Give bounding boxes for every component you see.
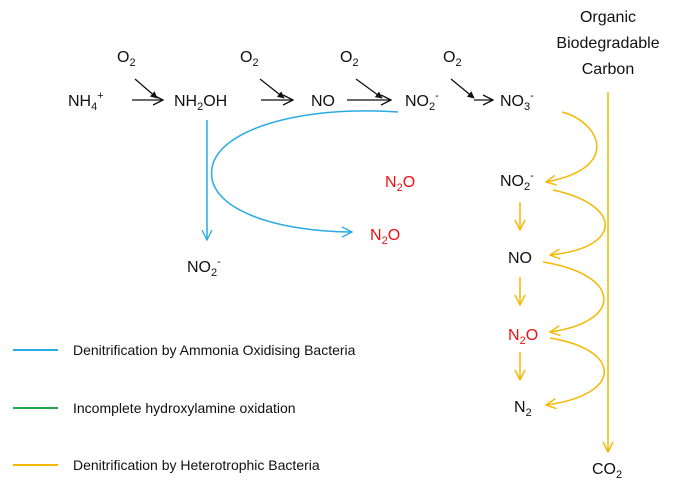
legend-label-hydroxylamine: Incomplete hydroxylamine oxidation [73, 400, 296, 416]
n2o-label-hetero: N2O [508, 327, 538, 347]
o2-arrow-4 [450, 78, 475, 99]
n2-label: N2 [514, 399, 532, 419]
o2-label-3: O2 [340, 49, 359, 69]
hetero-loop-2 [550, 189, 606, 255]
legend: Denitrification by Ammonia Oxidising Bac… [13, 342, 356, 473]
organic-carbon-line3: Carbon [582, 61, 634, 78]
legend-label-heterotrophic: Denitrification by Heterotrophic Bacteri… [73, 457, 320, 473]
no2-label-bottom-left: NO2- [187, 256, 221, 279]
o2-arrow-1 [134, 78, 158, 99]
hetero-loop-1 [546, 111, 598, 182]
o2-arrow-3 [355, 78, 383, 99]
o2-label-2: O2 [240, 49, 259, 69]
legend-label-aob: Denitrification by Ammonia Oxidising Bac… [73, 342, 356, 358]
co2-label: CO2 [592, 461, 622, 481]
no2-label-top: NO2- [405, 90, 439, 113]
no3-label-top: NO3- [500, 90, 534, 113]
nh4-label: NH4+ [68, 90, 104, 113]
n2o-label-curve: N2O [370, 227, 400, 247]
hetero-loop-3 [542, 261, 605, 332]
hetero-loop-4 [546, 337, 605, 405]
organic-carbon-line2: Biodegradable [556, 35, 659, 52]
no2-label-hetero: NO2- [500, 170, 534, 193]
n2o-label-middle: N2O [385, 174, 415, 194]
organic-carbon-line1: Organic [580, 9, 636, 26]
aob-denitrification-curve [210, 110, 399, 232]
no-label-top: NO [311, 93, 335, 110]
o2-label-1: O2 [117, 49, 136, 69]
nh2oh-label: NH2OH [174, 93, 227, 113]
o2-arrow-2 [259, 78, 285, 99]
o2-label-4: O2 [443, 49, 462, 69]
no-label-hetero: NO [508, 250, 532, 267]
